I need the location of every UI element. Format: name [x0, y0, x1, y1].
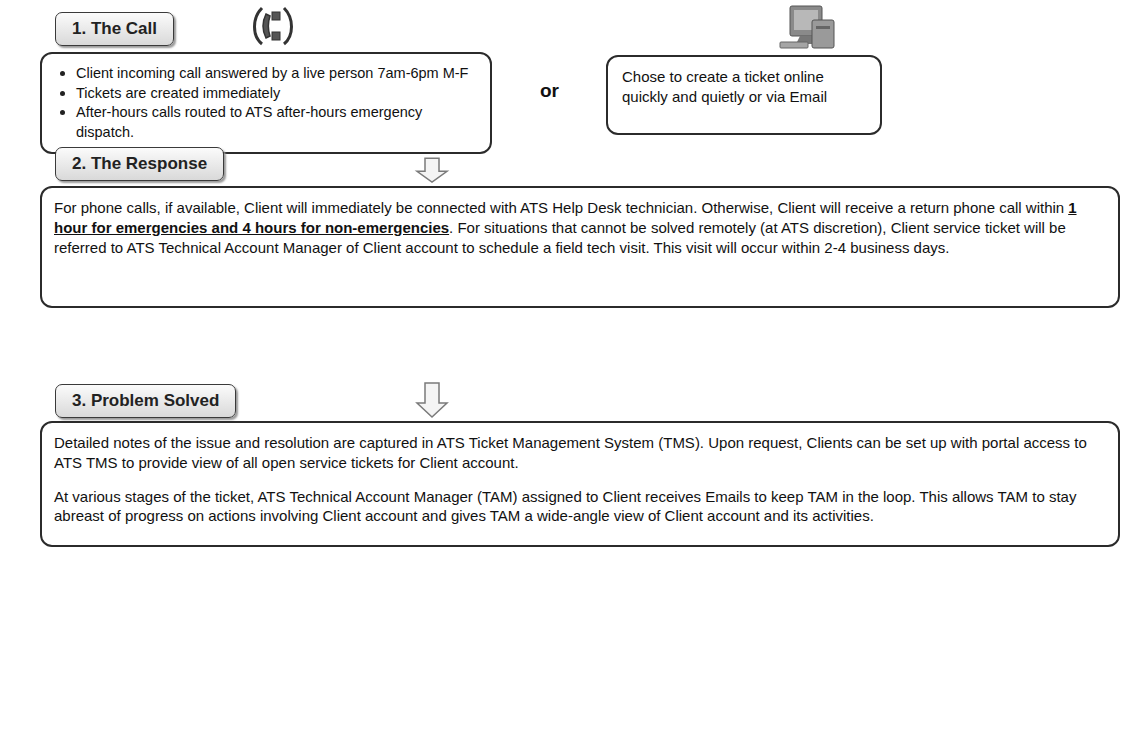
bullet-text: Tickets are created immediately — [76, 85, 280, 101]
step-tab: 3. Problem Solved — [55, 384, 236, 418]
paragraph: For phone calls, if available, Client wi… — [54, 198, 1106, 257]
bullet-text: After-hours calls routed to ATS after-ho… — [76, 104, 422, 140]
step-tab: 1. The Call — [55, 12, 174, 46]
step-title: 3. Problem Solved — [72, 391, 219, 410]
connector-word: or — [540, 80, 559, 102]
step-title: 1. The Call — [72, 19, 157, 38]
bullet-dot — [60, 71, 65, 76]
body-text: Detailed notes of the issue and resoluti… — [54, 433, 1106, 473]
step-title: 2. The Response — [72, 154, 207, 173]
option-box: Chose to create a ticket online quickly … — [606, 55, 882, 135]
step-tab: 2. The Response — [55, 147, 224, 181]
bullet-box: Client incoming call answered by a live … — [40, 52, 492, 154]
text-area: Chose to create a ticket online quickly … — [608, 57, 880, 117]
text-area: Detailed notes of the issue and resoluti… — [42, 423, 1118, 536]
bullet-dot — [60, 91, 65, 96]
block-arrow — [417, 383, 447, 417]
body-text: For phone calls, if available, Client wi… — [54, 199, 1064, 216]
bullet-item: Client incoming call answered by a live … — [56, 64, 476, 84]
bullet-item: Tickets are created immediately — [56, 84, 476, 104]
body-text: Chose to create a ticket online quickly … — [622, 67, 866, 107]
text-area: Client incoming call answered by a live … — [42, 54, 490, 152]
process-box: Detailed notes of the issue and resoluti… — [40, 421, 1120, 547]
text-area: For phone calls, if available, Client wi… — [42, 188, 1118, 267]
phone-icon — [255, 8, 292, 44]
body-text: At various stages of the ticket, ATS Tec… — [54, 487, 1106, 527]
bullet-dot — [60, 110, 65, 115]
computer-icon — [780, 6, 834, 48]
bullet-text: Client incoming call answered by a live … — [76, 65, 468, 81]
bullet-item: After-hours calls routed to ATS after-ho… — [56, 103, 476, 142]
block-arrow — [417, 158, 447, 182]
process-box: For phone calls, if available, Client wi… — [40, 186, 1120, 308]
